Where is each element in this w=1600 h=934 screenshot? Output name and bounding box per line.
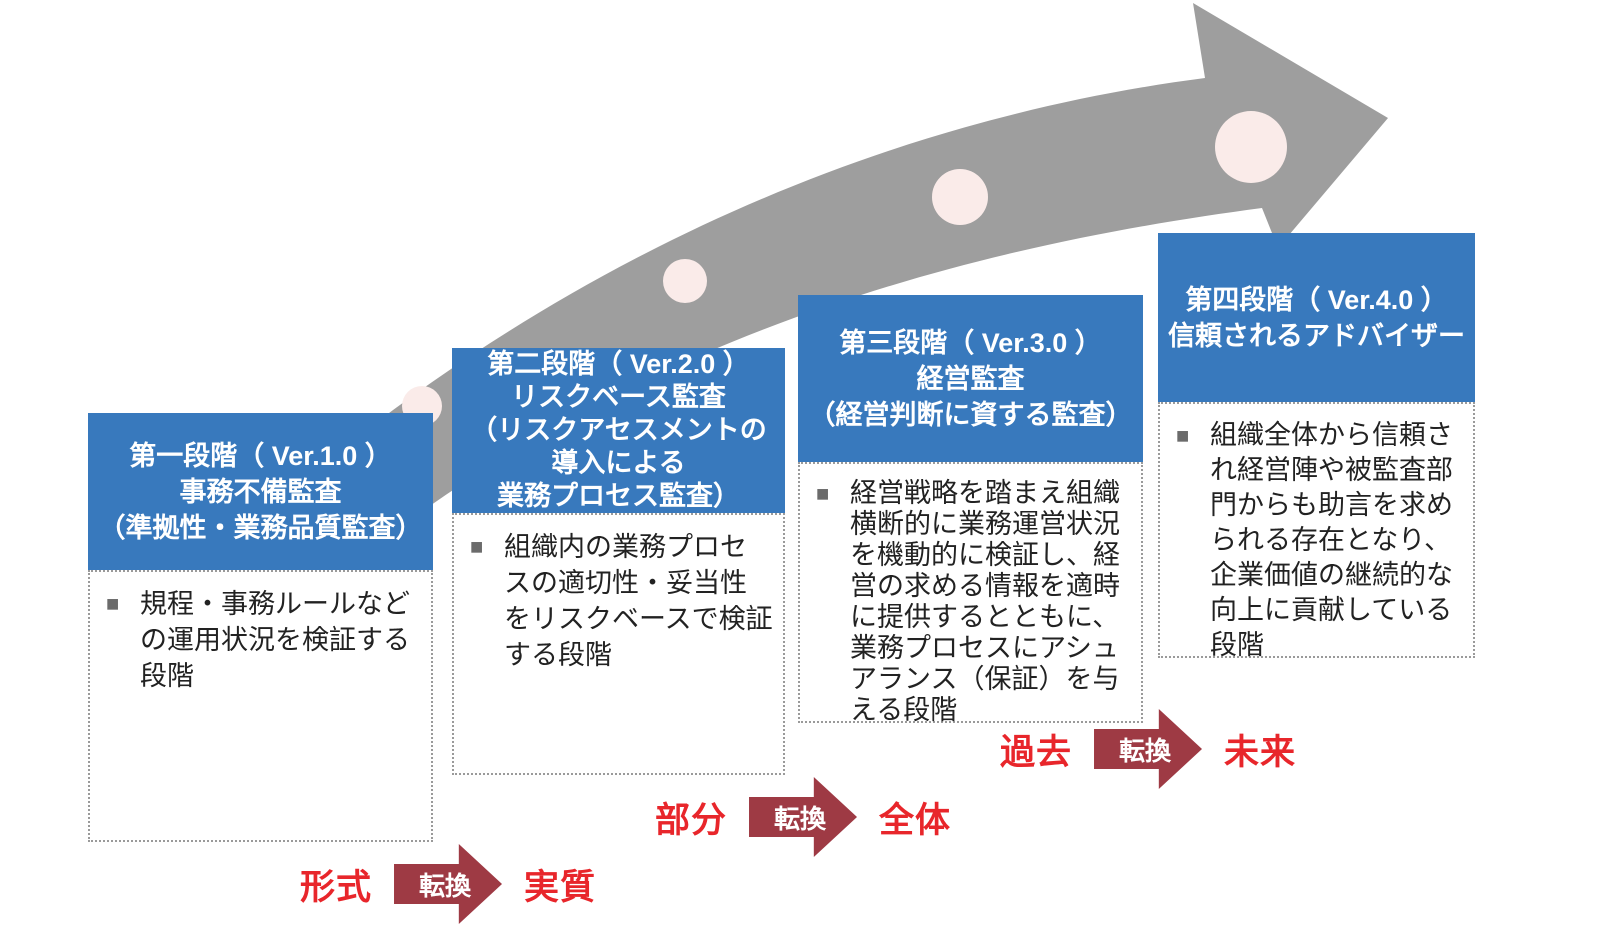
conversion-2-from-label: 部分 [655,800,728,840]
stage-4-body-text: 組織全体から信頼され経営陣や被監査部門からも助言を求められる存在となり、企業価値… [1210,420,1453,660]
conversion-row-3: 過去 転換 未来 [1000,707,1296,791]
conversion-3-to-label: 未来 [1224,732,1297,772]
stage-2-title: 第二段階（ Ver.2.0 ） リスクベース監査 （リスクアセスメントの 導入に… [470,349,767,511]
stage-4-header: 第四段階（ Ver.4.0 ） 信頼されるアドバイザー [1158,233,1475,402]
milestone-dot [663,259,707,303]
conversion-2-to-label: 全体 [879,800,952,840]
stage-4-title: 第四段階（ Ver.4.0 ） 信頼されるアドバイザー [1168,284,1465,351]
stage-4-description: ■ 組織全体から信頼され経営陣や被監査部門からも助言を求められる存在となり、企業… [1158,402,1475,660]
conversion-arrow-icon: 転換 [1094,709,1203,789]
milestone-dot [1215,111,1287,183]
stage-1-body-text: 規程・事務ルールなどの運用状況を検証する段階 [140,589,410,691]
stage-card-4: 第四段階（ Ver.4.0 ） 信頼されるアドバイザー ■ 組織全体から信頼され… [1158,233,1475,660]
milestone-dot [932,169,988,225]
stage-card-3: 第三段階（ Ver.3.0 ） 経営監査 （経営判断に資する監査） ■ 経営戦略… [798,295,1143,725]
stage-3-body-text: 経営戦略を踏まえ組織横断的に業務運営状況を機動的に検証し、経営の求める情報を適時… [850,478,1120,725]
conversion-2-arrow-label: 転換 [774,803,827,834]
stage-card-1: 第一段階（ Ver.1.0 ） 事務不備監査 （準拠性・業務品質監査） ■ 規程… [88,413,433,842]
bullet-square-icon: ■ [1176,423,1190,448]
stage-2-header: 第二段階（ Ver.2.0 ） リスクベース監査 （リスクアセスメントの 導入に… [452,348,785,513]
conversion-row-2: 部分 転換 全体 [655,775,951,859]
stage-2-description: ■ 組織内の業務プロセスの適切性・妥当性をリスクベースで検証する段階 [452,513,785,775]
stage-1-title: 第一段階（ Ver.1.0 ） 事務不備監査 （準拠性・業務品質監査） [98,440,423,543]
bullet-square-icon: ■ [470,534,484,559]
stage-1-header: 第一段階（ Ver.1.0 ） 事務不備監査 （準拠性・業務品質監査） [88,413,433,570]
bullet-square-icon: ■ [106,591,120,616]
stage-1-description: ■ 規程・事務ルールなどの運用状況を検証する段階 [88,570,433,842]
stage-2-body-text: 組織内の業務プロセスの適切性・妥当性をリスクベースで検証する段階 [504,532,773,670]
bullet-square-icon: ■ [816,481,830,506]
conversion-3-from-label: 過去 [1000,732,1073,772]
conversion-1-from-label: 形式 [300,867,373,907]
conversion-1-arrow-label: 転換 [419,870,472,901]
conversion-1-to-label: 実質 [524,867,597,907]
conversion-3-arrow-label: 転換 [1119,735,1172,766]
stage-3-title: 第三段階（ Ver.3.0 ） 経営監査 （経営判断に資する監査） [808,327,1133,430]
stage-card-2: 第二段階（ Ver.2.0 ） リスクベース監査 （リスクアセスメントの 導入に… [452,348,785,775]
conversion-row-1: 形式 転換 実質 [300,842,596,926]
conversion-arrow-icon: 転換 [394,844,503,924]
stage-3-description: ■ 経営戦略を踏まえ組織横断的に業務運営状況を機動的に検証し、経営の求める情報を… [798,462,1143,725]
stage-3-header: 第三段階（ Ver.3.0 ） 経営監査 （経営判断に資する監査） [798,295,1143,462]
conversion-arrow-icon: 転換 [749,777,858,857]
